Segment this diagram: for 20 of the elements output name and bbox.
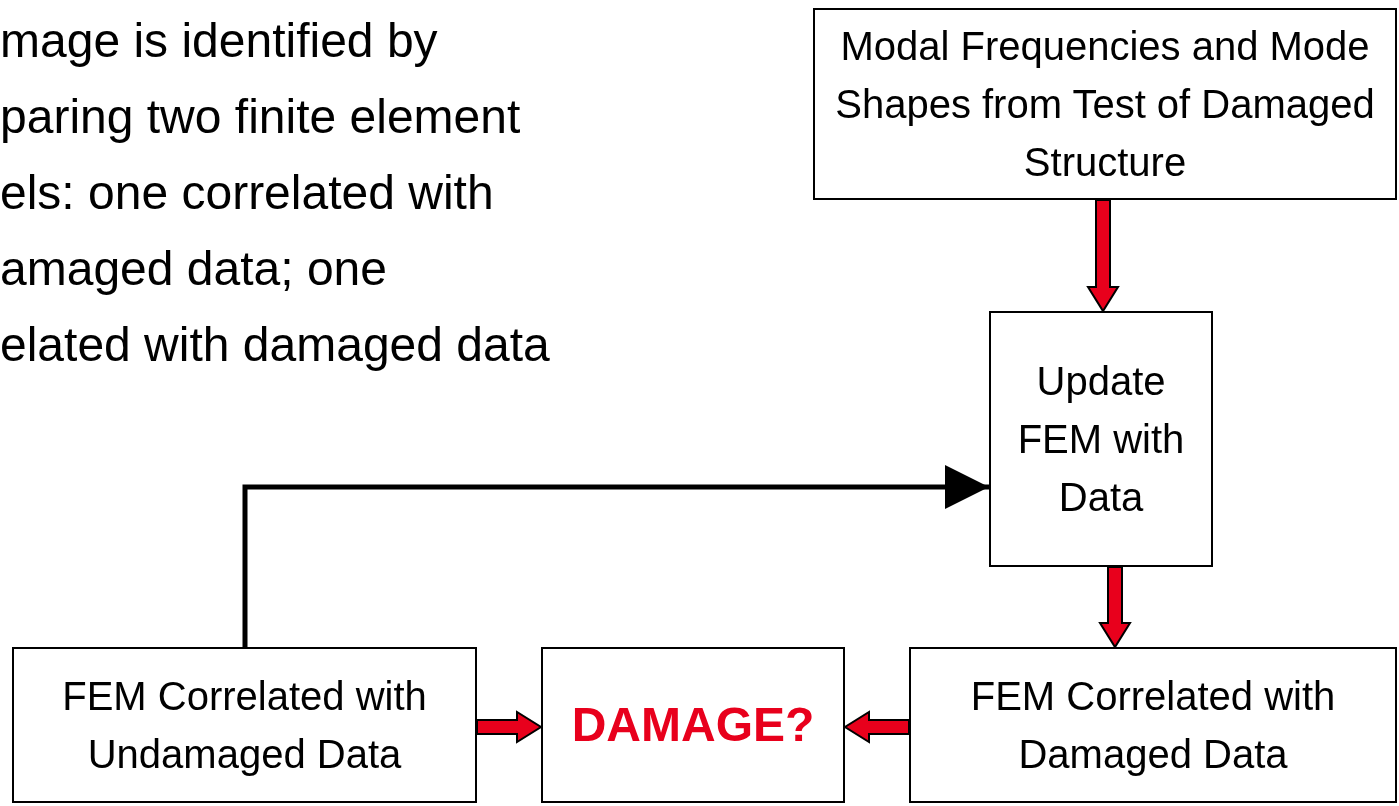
box-text: DAMAGE?: [571, 697, 815, 753]
arrow: [242, 465, 989, 647]
description-text: elated with damaged data: [0, 317, 550, 373]
block-arrow: [843, 710, 910, 744]
description-text: els: one correlated with: [0, 165, 494, 221]
description-text: paring two finite element: [0, 89, 521, 145]
process-box: [909, 647, 1397, 803]
description-text: amaged data; one: [0, 241, 387, 297]
process-box: [12, 647, 477, 803]
result-box: [541, 647, 845, 803]
process-box: [813, 8, 1397, 200]
block-arrow: [1086, 199, 1120, 313]
process-box: [989, 311, 1213, 567]
description-text: mage is identified by: [0, 13, 438, 69]
box-text: FEM Correlated with Damaged Data: [969, 673, 1337, 778]
box-text: FEM Correlated with Undamaged Data: [61, 673, 428, 778]
box-text: Update FEM with Data: [1016, 358, 1186, 521]
box-text: Modal Frequencies and Mode Shapes from Test of Damaged Structure: [834, 23, 1376, 186]
block-arrow: [476, 710, 543, 744]
block-arrow: [1098, 566, 1132, 649]
